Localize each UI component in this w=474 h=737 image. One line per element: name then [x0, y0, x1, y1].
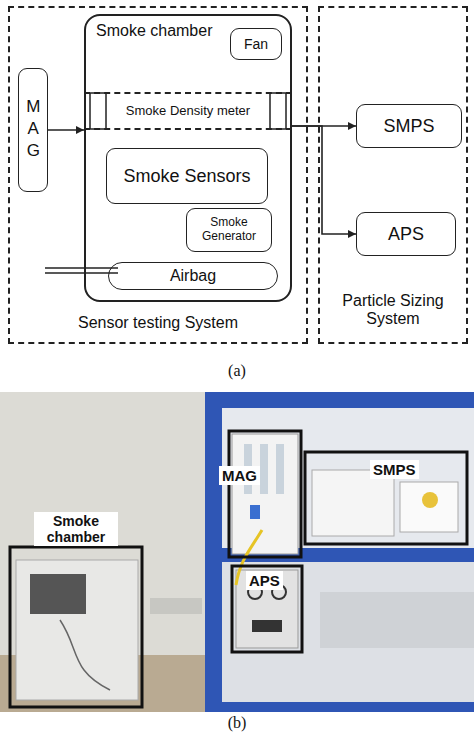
meter-bracket	[270, 93, 286, 129]
photo-wall	[0, 392, 474, 712]
connector-arrow	[48, 129, 84, 131]
photo-outline	[232, 566, 302, 652]
component-box: Fan	[230, 28, 282, 60]
node-text: MAG	[23, 97, 43, 163]
photo-smps-part	[422, 492, 438, 508]
node-text: Fan	[242, 36, 270, 52]
photo-smps-device	[312, 470, 394, 536]
photo-outline	[10, 547, 142, 707]
node-text: Smoke Density meter	[124, 104, 252, 119]
meter-band: Smoke Density meter	[84, 92, 292, 130]
photo-label: MAG	[219, 466, 260, 485]
photo-flowmeter	[276, 444, 284, 494]
connector-arrow	[292, 125, 356, 127]
panel-label: (b)	[212, 714, 262, 732]
photo-chamber-screen	[30, 574, 86, 614]
node-text: APS	[386, 224, 426, 245]
photo-aps-panel	[252, 620, 282, 632]
photo-chamber-cable	[60, 620, 110, 690]
meter-bracket	[90, 93, 106, 129]
instrument-box: APS	[356, 212, 456, 256]
photo-flowmeter	[260, 444, 268, 494]
connector-arrow	[292, 126, 356, 234]
inlet-tube	[45, 267, 118, 268]
photo-wall-fixture	[150, 598, 202, 614]
node-text: Smoke Generator	[187, 216, 271, 244]
panel-label: (a)	[212, 362, 262, 380]
system-group: Sensor testing SystemSmoke chamberFanSmo…	[8, 6, 308, 344]
airbag-box: Airbag	[108, 262, 278, 290]
node-text: Smoke Sensors	[121, 166, 252, 187]
photo-outline	[305, 452, 467, 544]
photo-shelf-opening	[222, 562, 474, 702]
chamber-box: Smoke chamberFanSmoke Density meterSmoke…	[84, 14, 292, 302]
photo-label: Smoke chamber	[34, 512, 118, 546]
inlet-tube	[45, 272, 118, 273]
node-text: SMPS	[381, 116, 436, 137]
node-text: Sensor testing System	[10, 314, 306, 332]
component-box: Smoke Sensors	[106, 148, 268, 204]
photo-outline	[229, 431, 301, 557]
component-box: MAG	[18, 68, 48, 192]
photo-aps-device	[236, 570, 298, 648]
node-text: Particle Sizing System	[320, 292, 466, 329]
photo-label: APS	[246, 571, 283, 590]
node-text: Smoke chamber	[96, 22, 213, 40]
instrument-box: SMPS	[356, 104, 462, 148]
node-text: Airbag	[168, 267, 218, 285]
photo-chamber-device	[16, 560, 138, 700]
photo-shelf-frame	[205, 392, 474, 712]
photo-mag-device	[232, 434, 298, 554]
component-box: Smoke Generator	[186, 208, 272, 252]
photo-smps-device	[400, 482, 458, 532]
photo-valve	[250, 505, 260, 519]
photo-instrument	[320, 592, 474, 648]
system-group: Particle Sizing System SMPS APS	[318, 6, 468, 344]
photo-label: SMPS	[370, 460, 419, 479]
